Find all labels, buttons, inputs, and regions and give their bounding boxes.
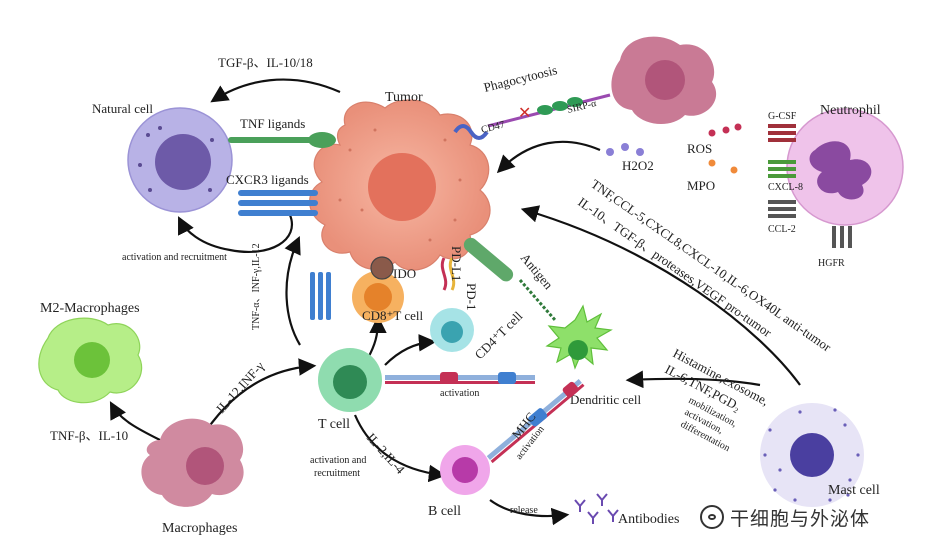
b-cell-label: B cell [428,504,461,519]
tnf-il10-label: TNF-β、IL-10 [50,428,128,443]
arrow-macrophage-to-m2 [109,401,161,441]
hgfr-label: HGFR [818,258,845,269]
activation-recruitment-label: activation and recruitment [122,252,227,263]
pdl1-label: PD-L1 [449,246,464,281]
cxcr3-receptor [238,190,318,216]
macrophage-top-cell [611,36,717,125]
neutrophil-receptors [768,124,852,248]
pd1-label: PD-1 [464,283,479,310]
neutrophil-protumor-text: IL-10、TGF-β、proteases,VEGF pro-tumor [575,194,775,340]
ros-label: ROS [687,141,712,156]
antibodies-label: Antibodies [618,512,679,527]
arrow-tumor-to-natural [210,78,341,103]
tumor-label: Tumor [385,90,423,105]
dendritic-cell-label: Dendritic cell [570,392,641,407]
cd8-t-cell [352,256,404,323]
il2-il4-label: IL-2,IL-4 [364,430,409,477]
arrow-mast-to-dendritic [625,370,761,389]
arrow-activation-recruitment [178,214,293,253]
t-cell [318,348,382,412]
phagocytosis-connector: ✕ [453,93,611,140]
cxcr3-ligands-label: CXCR3 ligands [226,172,309,187]
release-label: release [510,505,538,516]
arrow-tcell-to-cd8 [367,315,387,359]
ros-molecules [708,123,742,137]
ido-label: IDO [393,266,416,281]
cd8-label: CD8⁺T cell [362,308,424,323]
bcell-dendritic-mhc-bar [486,379,585,464]
pdl1-pd1-connector [440,257,456,291]
neutrophil-antitumor-text: TNF,CCL-5,CXCL8,CXCL-10,IL-6,OX40L anti-… [588,176,834,355]
phagocytosis-label: Phagocytoosis [482,62,559,95]
b-cell [440,445,490,495]
tnf-ligand-connector [228,132,336,148]
cd4-label: CD4⁺T cell [472,308,526,362]
cxcl8-label: CXCL-8 [768,182,803,193]
il12-infy-label: IL-12,INF-γ [213,358,267,416]
m2-macrophage-cell [38,317,143,404]
watermark-text: 干细胞与外泌体 [730,507,871,530]
tgf-il10-18-label: TGF-β、IL-10/18 [218,55,313,70]
tumor-cell [309,99,491,271]
tnf-ligands-label: TNF ligands [240,116,305,131]
arrow-tcell-to-bcell [353,414,447,483]
arrow-h2o2-to-tumor [496,140,601,174]
h2o2-label: H2O2 [622,158,654,173]
antigen-connector [463,237,557,321]
activation-label-1: activation [440,388,479,399]
arrow-bcell-to-antibodies [489,499,570,526]
macrophages-label: Macrophages [162,521,237,536]
dendritic-cell [545,304,613,370]
recruitment-label: recruitment [314,468,360,479]
m2-macrophages-label: M2-Macrophages [40,301,140,316]
mpo-label: MPO [687,178,715,193]
arrow-tcell-to-tumor [284,235,301,346]
h2o2-molecules [606,143,644,156]
arrow-neutrophil-to-tumor [520,205,801,386]
tnf-infy-il12-label: TNF-α、INF-γ,IL-12 [251,243,262,330]
neutrophil-cell [786,108,904,226]
mast-cell [760,403,864,507]
tumor-nucleus [368,153,436,221]
t-cell-label: T cell [318,417,350,432]
tcell-receptor [310,272,331,320]
wechat-icon [700,505,724,529]
neutrophil-label: Neutrophil [820,103,881,118]
cd47-label: CD47 [480,119,506,135]
watermark: 干细胞与外泌体 [700,504,910,530]
tcell-dendritic-activation-bar [385,372,535,384]
activation-and-label: activation and [310,455,366,466]
mast-cell-label: Mast cell [828,483,880,498]
mpo-molecules [708,159,738,174]
ccl2-label: CCL-2 [768,224,796,235]
macrophage-cell [141,418,244,507]
natural-cell [127,107,233,213]
block-x-icon: ✕ [518,103,531,122]
antibodies-icons [574,493,619,524]
gcsf-label: G-CSF [768,111,797,122]
natural-cell-label: Natural cell [92,101,153,116]
arrow-tcell-to-cd4 [384,333,437,366]
cd4-t-cell [430,308,474,352]
